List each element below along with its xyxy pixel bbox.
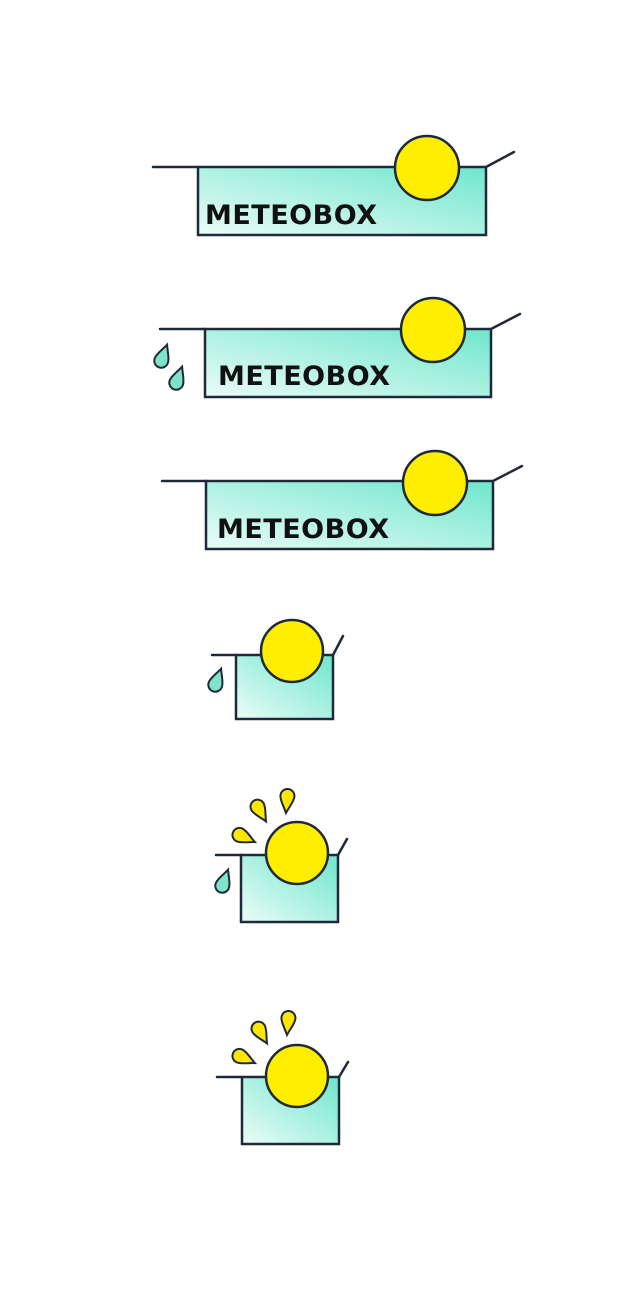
sun-icon — [264, 820, 330, 886]
sun-icon — [399, 296, 467, 364]
sun-ray-icon — [246, 796, 274, 826]
sun-ray-icon — [278, 1009, 298, 1037]
raindrop-icon — [212, 866, 236, 896]
lid-line — [489, 312, 522, 331]
sun-icon — [259, 618, 325, 684]
lid-line — [491, 464, 524, 483]
sun-icon — [401, 449, 469, 517]
wordmark: METEOBOX — [218, 361, 391, 392]
logo-wide-rain: METEOBOX — [151, 296, 522, 399]
lid-line — [336, 837, 349, 857]
lid-line — [337, 1060, 350, 1079]
sun-icon — [264, 1043, 330, 1109]
wordmark: METEOBOX — [205, 200, 378, 231]
logo-wide-plain: METEOBOX — [160, 449, 524, 551]
icon-rain-rays — [212, 787, 349, 924]
lid-line — [484, 150, 516, 169]
sun-ray-icon — [247, 1018, 275, 1048]
sun-ray-icon — [229, 1045, 259, 1071]
logo-wide: METEOBOX — [151, 134, 516, 237]
raindrop-icon — [166, 363, 190, 393]
sun-icon — [393, 134, 461, 202]
wordmark: METEOBOX — [217, 514, 390, 545]
lid-line — [331, 634, 345, 657]
icon-rays — [215, 1009, 350, 1146]
sun-ray-icon — [229, 824, 259, 850]
raindrop-icon — [151, 341, 175, 371]
icon-rain — [205, 618, 345, 721]
raindrop-icon — [205, 665, 229, 695]
sun-ray-icon — [277, 787, 297, 815]
